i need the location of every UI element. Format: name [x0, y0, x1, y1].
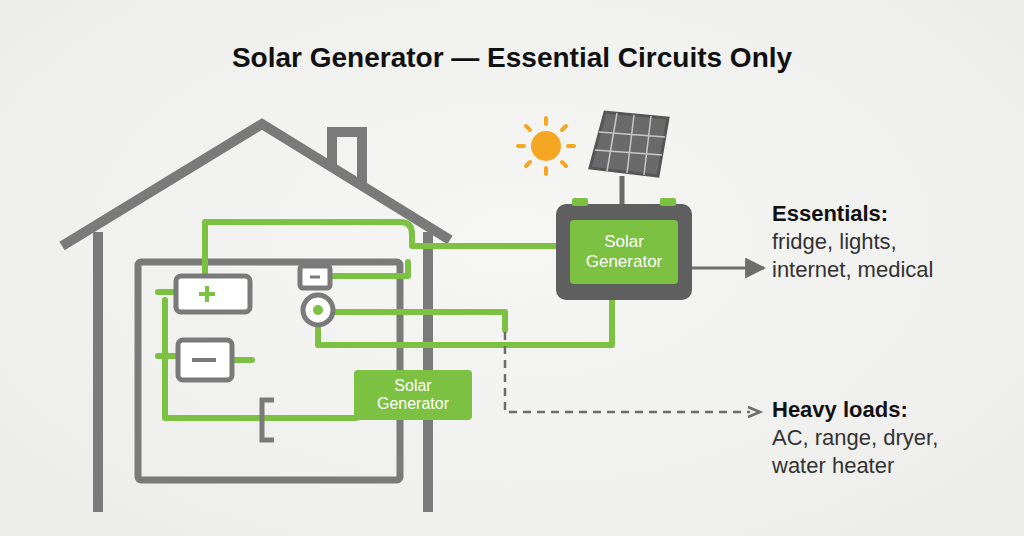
- node-text-group: Solar Generator: [576, 232, 672, 271]
- generator-label: Solar Generator: [576, 232, 672, 271]
- node-text-group: Solar Generator: [360, 377, 466, 414]
- group-heading: Essentials:: [772, 200, 992, 228]
- generator-label: Solar Generator: [360, 377, 466, 414]
- diagram-title: Solar Generator — Essential Circuits Onl…: [0, 42, 1024, 74]
- group-list: fridge, lights, internet, medical: [772, 228, 977, 283]
- generator-box: Solar Generator: [354, 370, 472, 420]
- generator-box: Solar Generator: [570, 220, 678, 284]
- group-list: AC, range, dryer, water heater: [772, 424, 977, 479]
- group-heading: Heavy loads:: [772, 396, 992, 424]
